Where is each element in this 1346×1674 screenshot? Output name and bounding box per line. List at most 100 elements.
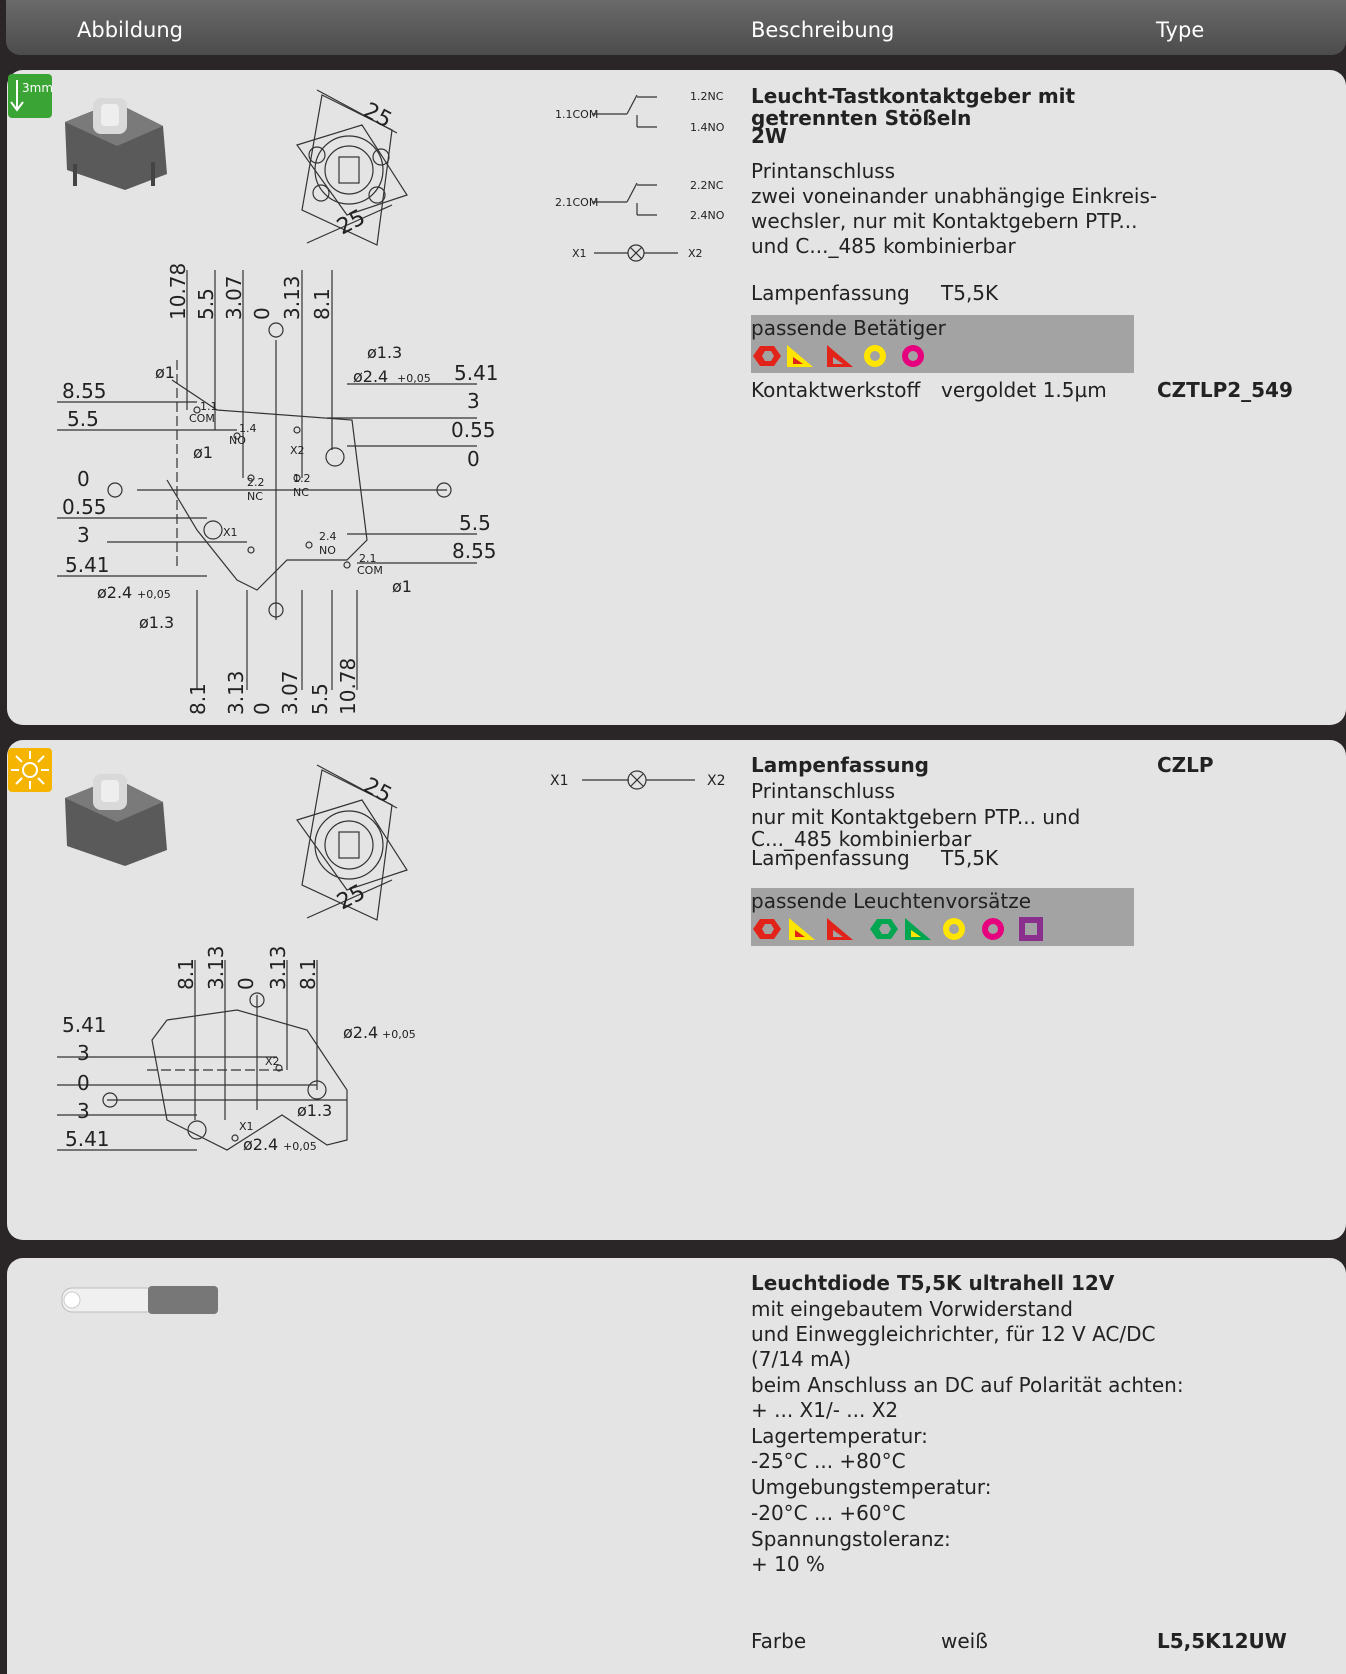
left-dim-3: 0.55 (62, 495, 107, 519)
pin-2-1: 2.1 (359, 552, 377, 565)
bot-dim-3: 3.07 (278, 670, 302, 715)
hole-d1-b: ø1 (193, 443, 213, 462)
pushbutton-contact-photo (65, 98, 167, 190)
lamp-socket-photo (65, 774, 167, 866)
lamp-badge (8, 748, 52, 792)
left-dim-2-3: 3 (77, 1099, 90, 1123)
led-desc-line-10: Spannungstoleranz: (751, 1527, 951, 1551)
lamp-schematic: X1 X2 (550, 770, 726, 790)
color-value: weiß (941, 1629, 988, 1653)
product-title-3: Leuchtdiode T5,5K ultrahell 12V (751, 1271, 1115, 1295)
left-dim-2-4: 5.41 (65, 1127, 110, 1151)
type-code-3: L5,5K12UW (1157, 1629, 1287, 1653)
col-image-label: Abbildung (77, 18, 183, 42)
type-code: CZTLP2_549 (1157, 378, 1293, 402)
left-dim-2: 0 (77, 467, 90, 491)
col-type-label: Type (1156, 18, 1205, 42)
lamp-socket-value: T5,5K (941, 281, 999, 305)
actuator-icons (753, 345, 924, 367)
lamp-socket-label: Lampenfassung (751, 281, 910, 305)
led-desc-line-9: -20°C ... +60°C (751, 1501, 906, 1525)
right-dim-5: 8.55 (452, 539, 497, 563)
left-dim-4: 3 (77, 523, 90, 547)
hole-d13-b: ø1.3 (139, 613, 174, 632)
right-dim-4: 5.5 (459, 511, 491, 535)
left-dim-1: 5.5 (67, 407, 99, 431)
tol-b: +0,05 (137, 588, 171, 601)
label-2-1com: 2.1COM (555, 196, 598, 209)
led-desc-line-2: und Einweggleichrichter, für 12 V AC/DC (751, 1322, 1156, 1346)
desc2-line-3: C..._485 kombinierbar (751, 827, 972, 851)
pin-nc-2: NC (247, 490, 263, 503)
matching-actuators-box: passende Betätiger (751, 315, 1134, 373)
hole2-d24-b: ø2.4 (243, 1135, 278, 1154)
top-dim-0: 10.78 (166, 263, 190, 320)
top-view-drawing-2: 25 25 (296, 764, 408, 921)
dim-25-bottom-2: 25 (333, 880, 369, 915)
product-title-line-2: getrennten Stößeln (751, 106, 972, 130)
label-2-2nc: 2.2NC (690, 179, 724, 192)
pin-x1: X1 (223, 526, 238, 539)
hole-d1-c: ø1 (392, 577, 412, 596)
bot-dim-4: 5.5 (308, 683, 332, 715)
bot-dim-0: 8.1 (186, 683, 210, 715)
bot-dim-1: 3.13 (224, 670, 248, 715)
desc-line-3: wechsler, nur mit Kontaktgebern PTP... (751, 209, 1138, 233)
top-dim-5: 8.1 (310, 288, 334, 320)
label-2-4no: 2.4NO (690, 209, 725, 222)
left-dim-2-2: 0 (77, 1071, 90, 1095)
light-icon (11, 751, 49, 789)
led-desc-line-6: Lagertemperatur: (751, 1424, 928, 1448)
badge-text: 3mm (22, 81, 52, 95)
col-description-label: Beschreibung (751, 18, 895, 42)
arrow-down-icon: 3mm (10, 80, 53, 112)
matching-lenses-label: passende Leuchtenvorsätze (751, 889, 1032, 913)
tol2-b: +0,05 (283, 1140, 317, 1153)
pin-1-2: 1.2 (293, 472, 311, 485)
left-dim-0: 8.55 (62, 379, 107, 403)
led-desc-line-5: + ... X1/- ... X2 (751, 1398, 899, 1422)
top-view-drawing: 25 25 (296, 89, 408, 246)
led-desc-line-11: + 10 % (751, 1552, 825, 1576)
hole-d1-a: ø1 (155, 363, 175, 382)
pin-com-1: COM (189, 412, 215, 425)
contact-material-label: Kontaktwerkstoff (751, 378, 921, 402)
matching-lenses-box: passende Leuchtenvorsätze (751, 888, 1134, 946)
label-1-1com: 1.1COM (555, 108, 598, 121)
tol-a: +0,05 (397, 372, 431, 385)
pin-2-4: 2.4 (319, 530, 337, 543)
led-desc-line-4: beim Anschluss an DC auf Polarität achte… (751, 1373, 1184, 1397)
pin2-x2: X2 (265, 1055, 280, 1068)
led-desc-line-1: mit eingebautem Vorwiderstand (751, 1297, 1074, 1321)
dim-25-bottom: 25 (333, 205, 369, 240)
label-x1: X1 (572, 247, 587, 260)
desc2-line-2: nur mit Kontaktgebern PTP... und (751, 805, 1081, 829)
stroke-3mm-badge: 3mm (8, 74, 53, 118)
left-dim-5: 5.41 (65, 553, 110, 577)
schematic-x2: X2 (707, 773, 726, 789)
product-row-cztlp2: 3mm 25 25 1.2NC 1.1COM 1.4NO 2.2NC (7, 70, 1346, 725)
hole-d24-b: ø2.4 (97, 583, 132, 602)
hole2-d13: ø1.3 (297, 1101, 332, 1120)
pin-no-1: NO (229, 434, 246, 447)
pcb-footprint-drawing: 10.78 5.5 3.07 0 3.13 8.1 8.1 3.13 0 3.0… (57, 263, 499, 715)
pin-no-2: NO (319, 544, 336, 557)
product-row-czlp: 25 25 X1 X2 8.1 3.13 0 3.13 8.1 5.41 3 0… (7, 740, 1346, 1240)
left-dim-2-1: 3 (77, 1041, 90, 1065)
top-dim-1: 5.5 (194, 288, 218, 320)
pin-1-1: 1.1 (200, 400, 218, 413)
right-dim-3: 0 (467, 447, 480, 471)
lens-icons (753, 917, 1043, 941)
right-dim-0: 5.41 (454, 361, 499, 385)
led-bulb-photo (61, 1286, 218, 1314)
tol2-a: +0,05 (382, 1028, 416, 1041)
bot-dim-5: 10.78 (336, 658, 360, 715)
product-title-2: Lampenfassung (751, 753, 929, 777)
hole-d13-a: ø1.3 (367, 343, 402, 362)
bot-dim-2: 0 (250, 702, 274, 715)
label-x2: X2 (688, 247, 703, 260)
led-desc-line-7: -25°C ... +80°C (751, 1449, 906, 1473)
led-desc-line-8: Umgebungstemperatur: (751, 1475, 992, 1499)
left-dim-2-0: 5.41 (62, 1013, 107, 1037)
lamp-socket-value-2: T5,5K (941, 846, 999, 870)
